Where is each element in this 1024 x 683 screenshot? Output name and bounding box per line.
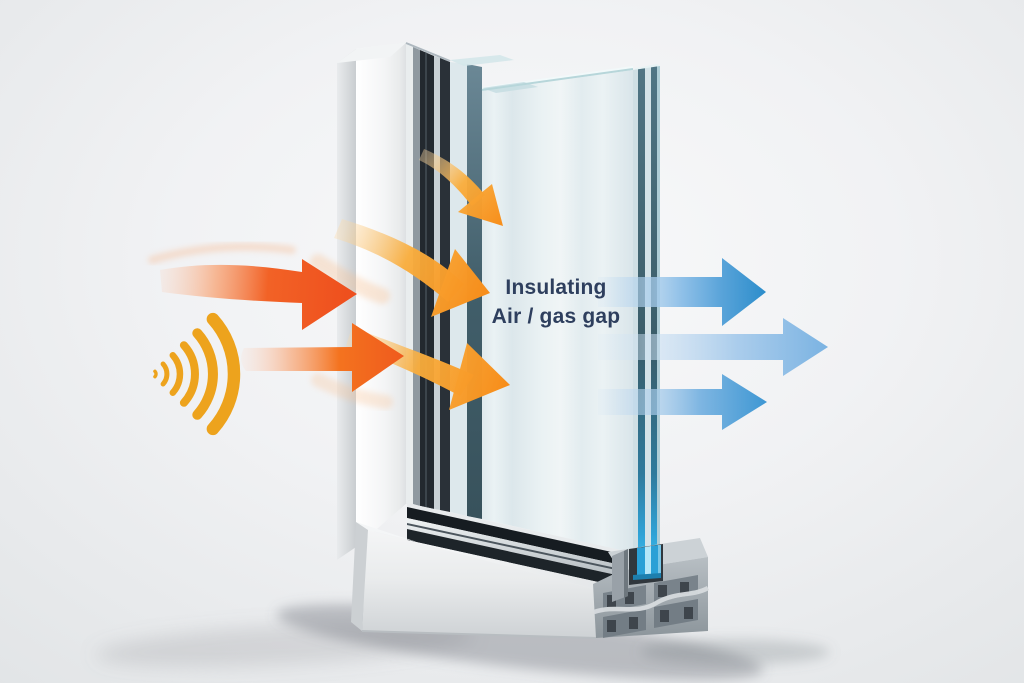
incoming-arrows — [148, 242, 404, 436]
soft-shadow-right — [640, 639, 830, 665]
insulating-gap-label: Insulating Air / gas gap — [446, 273, 666, 331]
heat-arrow-top — [160, 259, 357, 330]
glass-foot-edge — [637, 547, 645, 579]
profile-screw-ports — [607, 582, 693, 632]
deflected-arrow-1 — [419, 149, 503, 226]
heat-trail-mid — [310, 254, 390, 304]
cool-arrow-top — [598, 258, 766, 326]
sill-top-face — [368, 530, 630, 590]
heat-arrow-bottom — [241, 323, 404, 392]
cool-arrow-bottom — [598, 374, 767, 430]
bottom-gasket-bands — [407, 503, 630, 589]
profile-section — [593, 538, 710, 638]
outgoing-arrows — [598, 258, 828, 430]
pane-top-face — [450, 55, 514, 66]
cool-arrow-middle — [598, 318, 828, 376]
frame-post-top-face — [337, 42, 407, 63]
sill — [351, 522, 630, 639]
sill-left-face — [351, 522, 368, 631]
glass-top-highlight — [481, 68, 634, 91]
sound-wave-icon — [153, 312, 241, 436]
sill-front-face — [362, 530, 598, 638]
heat-trail-low — [311, 373, 393, 409]
window-cross-section — [337, 42, 710, 639]
label-line-2: Air / gas gap — [491, 305, 621, 328]
glass-face — [482, 70, 633, 553]
glass-section-edge — [633, 64, 660, 575]
frame-post-side-face — [337, 49, 356, 560]
heat-trail-top — [148, 242, 296, 264]
deflected-arrow-2 — [334, 219, 490, 317]
sill-top-corner — [356, 522, 417, 542]
profile-web-highlight — [593, 585, 710, 615]
label-line-1: Insulating — [505, 276, 607, 299]
